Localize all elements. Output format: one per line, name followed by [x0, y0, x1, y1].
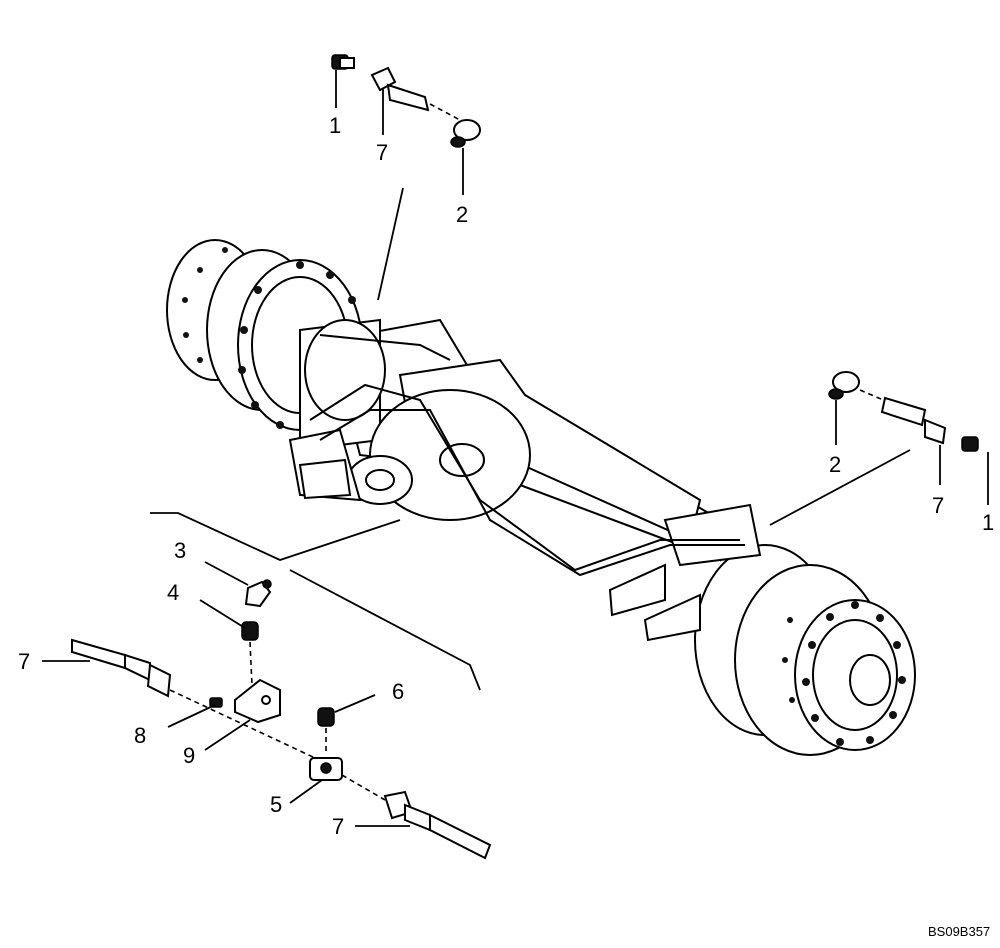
- plug-fitting: [317, 707, 335, 727]
- tee-fitting: [309, 757, 343, 781]
- right-wheel-hub: [608, 503, 916, 756]
- callout-leaders: [42, 70, 989, 827]
- mounting-screw: [209, 697, 223, 708]
- brake-hose-right: [383, 790, 492, 860]
- callout-7-right: 7: [932, 493, 944, 518]
- callout-7-top: 7: [376, 140, 388, 165]
- banjo-bolt-right: [880, 396, 947, 445]
- callout-2-right: 2: [829, 452, 841, 477]
- axle-assembly: [166, 239, 916, 756]
- mounting-bracket: [234, 678, 281, 724]
- brake-hose-left: [71, 638, 172, 698]
- bleeder-screw-right: [961, 436, 979, 452]
- callout-labels: 1 7 2 2 7 1 3 4 7 8 9 6 5 7: [18, 113, 994, 839]
- right-fitting-group: [769, 371, 979, 526]
- axle-housing: [288, 318, 721, 562]
- callout-5: 5: [270, 792, 282, 817]
- callout-7-bottom: 7: [332, 814, 344, 839]
- top-fitting-group: [331, 54, 481, 301]
- adapter-fitting: [241, 621, 259, 641]
- callout-6: 6: [392, 679, 404, 704]
- callout-4: 4: [167, 580, 179, 605]
- callout-2-top: 2: [456, 202, 468, 227]
- callout-3: 3: [174, 538, 186, 563]
- bleeder-screw-top: [331, 54, 355, 70]
- banjo-bolt-top: [370, 66, 430, 112]
- figure-code: BS09B357: [928, 924, 990, 939]
- sealing-washer-top: [450, 119, 481, 148]
- elbow-fitting: [244, 579, 272, 608]
- sealing-washer-right: [828, 371, 860, 400]
- callout-9: 9: [183, 743, 195, 768]
- callout-7-left: 7: [18, 649, 30, 674]
- callout-8: 8: [134, 723, 146, 748]
- lower-fitting-group: [71, 512, 492, 860]
- callout-1-top: 1: [329, 113, 341, 138]
- callout-1-right: 1: [982, 510, 994, 535]
